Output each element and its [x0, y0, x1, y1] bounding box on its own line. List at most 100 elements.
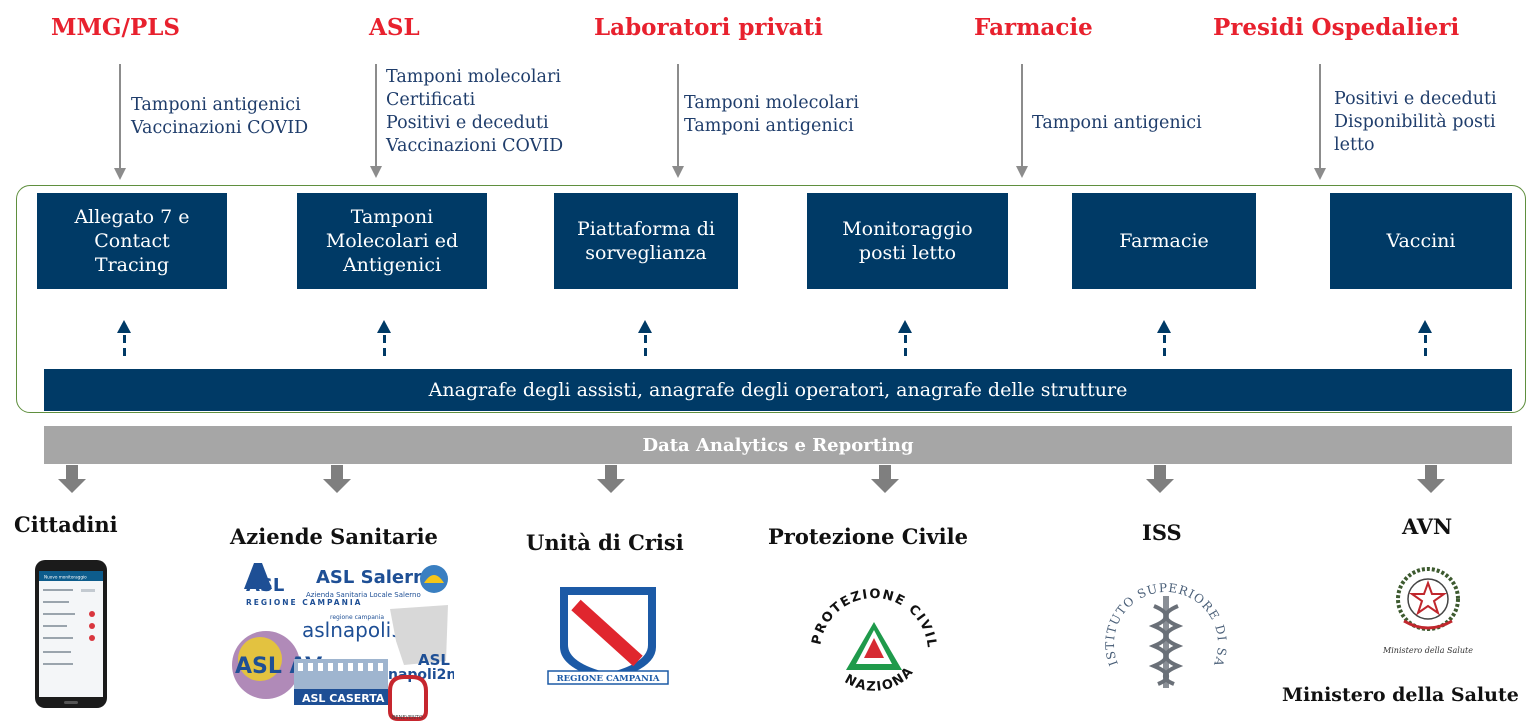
source-arrow-head-farmacie [1016, 166, 1028, 178]
source-items-mmg: Tamponi antigenici Vaccinazioni COVID [131, 94, 308, 140]
asl-salerno-subtext: Azienda Sanitaria Locale Salerno [306, 591, 421, 599]
user-title-iss: ISS [1142, 520, 1182, 545]
up-arrow-dash [1163, 335, 1166, 343]
up-arrow-head [638, 320, 652, 333]
module-line: Monitoraggio [842, 218, 973, 240]
down-arrow-head [1146, 479, 1174, 493]
ministero-sign-text: Ministero della Salute [1382, 646, 1473, 655]
down-arrow-head [323, 479, 351, 493]
source-title-laboratori-privati: Laboratori privati [594, 14, 823, 41]
module-line: Farmacie [1119, 230, 1209, 252]
module-line: Tamponi [350, 206, 434, 228]
source-title-presidi-ospedalieri: Presidi Ospedalieri [1213, 14, 1460, 41]
module-line: sorveglianza [585, 242, 707, 264]
down-arrow-head [597, 479, 625, 493]
source-item: Disponibilità posti [1334, 112, 1496, 132]
module-vaccini: Vaccini [1330, 193, 1512, 289]
user-title-protezione-civile: Protezione Civile [768, 524, 968, 549]
user-title-unita-di-crisi: Unità di Crisi [526, 530, 684, 555]
anagrafe-bar: Anagrafe degli assisti, anagrafe degli o… [44, 369, 1512, 411]
user-title-cittadini: Cittadini [14, 512, 118, 537]
source-items-farmacie: Tamponi antigenici [1032, 112, 1202, 135]
up-arrow-dash [123, 335, 126, 343]
module-line: Allegato 7 e [74, 206, 190, 228]
down-arrow-stem [331, 465, 343, 479]
module-line: Piattaforma di [577, 218, 715, 240]
source-item: Vaccinazioni COVID [386, 136, 564, 156]
source-item: Positivi e deceduti [386, 113, 549, 133]
source-item: Tamponi molecolari [386, 67, 561, 87]
source-item: Tamponi antigenici [684, 116, 854, 136]
source-items-presidi: Positivi e deceduti Disponibilità posti … [1334, 88, 1497, 157]
module-line: Molecolari ed [325, 230, 459, 252]
up-arrow-head [117, 320, 131, 333]
source-arrow-line-mmg [119, 64, 121, 170]
source-title-mmg-pls: MMG/PLS [51, 14, 181, 41]
source-title-asl: ASL [369, 14, 420, 41]
source-arrow-head-asl [370, 166, 382, 178]
up-arrow-head [1157, 320, 1171, 333]
up-arrow-dash [1424, 335, 1427, 343]
module-line: Contact [94, 230, 170, 252]
phone-header-text: Nuovo monitoraggio [44, 575, 87, 580]
down-arrow-stem [879, 465, 891, 479]
down-arrow-head [871, 479, 899, 493]
user-title-aziende-sanitarie: Aziende Sanitarie [230, 524, 438, 549]
regione-campania-text: REGIONE CAMPANIA [557, 674, 660, 684]
source-title-farmacie: Farmacie [974, 14, 1093, 41]
down-arrow-stem [66, 465, 78, 479]
module-line: Tracing [94, 254, 170, 276]
ministero-salute-emblem: Ministero della Salute [1382, 567, 1473, 655]
up-arrow-dash [904, 335, 907, 343]
source-item: Tamponi antigenici [1032, 113, 1202, 133]
benevento-text: BENEVENTO [392, 715, 423, 721]
up-arrow-dash [644, 335, 647, 343]
smartphone-app-icon: Nuovo monitoraggio [35, 560, 107, 708]
source-items-asl: Tamponi molecolari Certificati Positivi … [386, 66, 563, 158]
regione-campania-small-text: REGIONE CAMPANIA [246, 598, 363, 607]
ministero-salute-label: Ministero della Salute [1282, 684, 1519, 706]
protezione-civile-logo: PROTEZIONE CIVILE NAZIONALE [806, 582, 938, 695]
module-farmacie: Farmacie [1072, 193, 1256, 289]
up-arrow-dash [1163, 348, 1166, 356]
source-item: Positivi e deceduti [1334, 89, 1497, 109]
up-arrow-dash [644, 348, 647, 356]
source-arrow-line-lab [677, 64, 679, 168]
regione-campania-tiny-text: regione campania [330, 614, 384, 621]
module-line: Vaccini [1386, 230, 1456, 252]
up-arrow-dash [383, 335, 386, 343]
source-item: Tamponi antigenici [131, 95, 301, 115]
source-item: Tamponi molecolari [684, 93, 859, 113]
up-arrow-dash [1424, 348, 1427, 356]
source-arrow-head-mmg [114, 168, 126, 180]
svg-text:ASL: ASL [246, 575, 284, 596]
data-analytics-bar: Data Analytics e Reporting [44, 426, 1512, 464]
up-arrow-head [377, 320, 391, 333]
down-arrow-stem [1425, 465, 1437, 479]
source-arrow-head-lab [672, 166, 684, 178]
aziende-sanitarie-logos: ASL ASL Salerno Azienda Sanitaria Locale… [232, 561, 454, 721]
platform-frame [16, 185, 1526, 413]
source-arrow-line-asl [375, 64, 377, 168]
regione-campania-logo: REGIONE CAMPANIA [547, 587, 669, 685]
source-item: Certificati [386, 90, 476, 110]
up-arrow-head [898, 320, 912, 333]
module-line: posti letto [858, 242, 957, 264]
user-title-avn: AVN [1402, 514, 1453, 539]
asl-caserta-text: ASL CASERTA [302, 692, 385, 705]
up-arrow-dash [383, 348, 386, 356]
source-arrow-line-farmacie [1021, 64, 1023, 168]
asl-salerno-text: ASL Salerno [316, 567, 438, 588]
source-item: Vaccinazioni COVID [131, 118, 309, 138]
asl-napoli2nord-a-text: ASL [418, 651, 450, 669]
down-arrow-stem [1154, 465, 1166, 479]
up-arrow-dash [904, 348, 907, 356]
up-arrow-dash [123, 348, 126, 356]
source-items-lab: Tamponi molecolari Tamponi antigenici [684, 92, 859, 138]
down-arrow-head [58, 479, 86, 493]
iss-logo: ISTITUTO SUPERIORE DI SANITÀ [1092, 572, 1228, 688]
